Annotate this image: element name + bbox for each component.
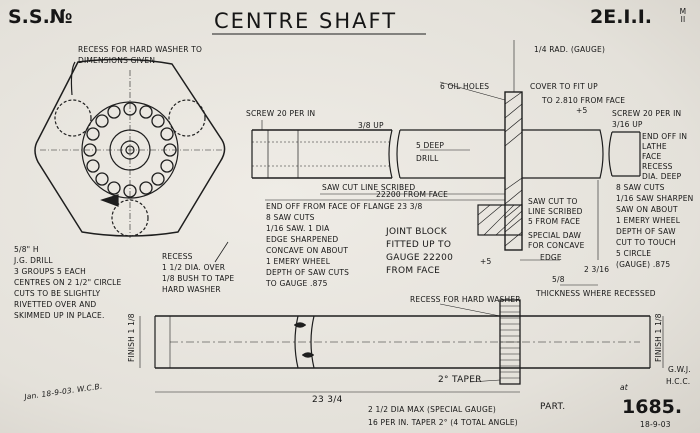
end-off-5: DIA. DEEP	[642, 172, 682, 181]
end-off-1: END OFF IN	[642, 132, 688, 141]
right-cuts-1: 8 SAW CUTS	[616, 183, 665, 192]
drawing-suffix: M II	[679, 7, 687, 24]
cover-tolerance: +5	[576, 106, 588, 115]
drill-note-6: RIVETTED OVER AND	[14, 300, 97, 309]
saw-cut-to-1: SAW CUT TO	[528, 197, 578, 206]
part-date: 18-9-03	[640, 420, 671, 429]
end-off-note: END OFF FROM FACE OF FLANGE 23 3/8	[266, 202, 423, 211]
ss-number-label: S.S.№	[8, 6, 73, 28]
shaft-elevation	[251, 40, 641, 286]
right-cuts-4: 1 EMERY WHEEL	[616, 216, 681, 225]
at-mark: at	[620, 383, 628, 392]
drill-note-2: J.G. DRILL	[14, 256, 53, 265]
flange-end-view	[34, 58, 229, 263]
finish-right-dim: FINISH 1 1/8	[654, 313, 663, 362]
saw-cuts-5: 1 EMERY WHEEL	[266, 257, 331, 266]
face-dimension: 22200 FROM FACE	[376, 190, 449, 199]
cover-dimension: TO 2.810 FROM FACE	[542, 96, 626, 105]
end-off-3: FACE	[642, 152, 662, 161]
thickness-note: THICKNESS WHERE RECESSED	[536, 289, 656, 298]
finish-left-dim: FINISH 1 1/8	[127, 313, 136, 362]
saw-cuts-2: 1/16 SAW. 1 DIA	[266, 224, 330, 233]
joint-block-2: FITTED UP TO	[386, 240, 452, 250]
oil-holes-note: 6 OIL HOLES	[440, 82, 490, 91]
recess-note-4: HARD WASHER	[162, 285, 221, 294]
special-3: EDGE	[540, 253, 562, 262]
drill-note-1: 5/8" H	[14, 245, 39, 254]
recess-note-2: 1 1/2 DIA. OVER	[162, 263, 226, 272]
deep-drill-2: DRILL	[416, 154, 439, 163]
drawing-number: 2E.I.I.	[590, 6, 652, 28]
initials-2: H.C.C.	[666, 377, 691, 386]
saw-cuts-6: DEPTH OF SAW CUTS	[266, 268, 350, 277]
screw-note: SCREW 20 PER IN	[246, 109, 316, 118]
drill-note-3: 3 GROUPS 5 EACH	[14, 267, 87, 276]
joint-block-4: FROM FACE	[386, 266, 441, 276]
dia-max-note: 2 1/2 DIA MAX (SPECIAL GAUGE)	[368, 405, 497, 414]
saw-cuts-7: TO GAUGE .875	[266, 279, 328, 288]
shaft-lower-view	[139, 299, 664, 393]
right-cuts-7: 5 CIRCLE	[616, 249, 652, 258]
screw-right-dim: 3/16 UP	[612, 120, 643, 129]
special-2: FOR CONCAVE	[528, 241, 585, 250]
joint-block-tolerance: +5	[480, 257, 492, 266]
recess-note-1: RECESS	[162, 252, 193, 261]
deep-drill-1: 5 DEEP	[416, 141, 445, 150]
right-cuts-3: SAW ON ABOUT	[616, 205, 678, 214]
drill-note-5: CUTS TO BE SLIGHTLY	[14, 289, 101, 298]
drill-note-4: CENTRES ON 2 1/2" CIRCLE	[14, 278, 122, 287]
joint-block-1: JOINT BLOCK	[386, 227, 447, 237]
taper-note: 2° TAPER	[438, 375, 482, 385]
saw-cut-to-2: LINE SCRIBED	[528, 207, 583, 216]
saw-cuts-4: CONCAVE ON ABOUT	[266, 246, 349, 255]
right-cuts-5: DEPTH OF SAW	[616, 227, 676, 236]
rad-gauge-note: 1/4 RAD. (GAUGE)	[534, 45, 606, 54]
saw-cuts-3: EDGE SHARPENED	[266, 235, 339, 244]
screw-dim: 3/8 UP	[358, 121, 384, 130]
recess-hard-washer: RECESS FOR HARD WASHER	[410, 295, 521, 304]
end-off-2: LATHE	[642, 142, 667, 151]
part-label: PART.	[540, 402, 566, 412]
saw-cuts-1: 8 SAW CUTS	[266, 213, 315, 222]
saw-cut-line-note: SAW CUT LINE SCRIBED	[322, 183, 416, 192]
overall-length: 23 3/4	[312, 395, 343, 405]
screw-right-note: SCREW 20 PER IN	[612, 109, 682, 118]
dim-5-8: 5/8	[552, 275, 565, 284]
teeth-note: 16 PER IN. TAPER 2° (4 TOTAL ANGLE)	[368, 418, 518, 427]
recess-washer-note: RECESS FOR HARD WASHER TO DIMENSIONS GIV…	[78, 45, 203, 65]
dim-2-3-16: 2 3/16	[584, 265, 610, 274]
part-number: 1685.	[622, 396, 683, 418]
end-off-4: RECESS	[642, 162, 673, 171]
special-1: SPECIAL DAW	[528, 231, 582, 240]
right-cuts-8: (GAUGE) .875	[616, 260, 671, 269]
recess-note-3: 1/8 BUSH TO TAPE	[162, 274, 235, 283]
drill-note-7: SKIMMED UP IN PLACE.	[14, 311, 105, 320]
right-cuts-6: CUT TO TOUCH	[616, 238, 676, 247]
initials-1: G.W.J.	[668, 365, 691, 374]
saw-cut-to-3: 5 FROM FACE	[528, 217, 581, 226]
drawing-title: CENTRE SHAFT	[214, 9, 398, 33]
cover-note: COVER TO FIT UP	[530, 82, 598, 91]
right-cuts-2: 1/16 SAW SHARPEN	[616, 194, 694, 203]
joint-block-3: GAUGE 22200	[386, 253, 454, 263]
